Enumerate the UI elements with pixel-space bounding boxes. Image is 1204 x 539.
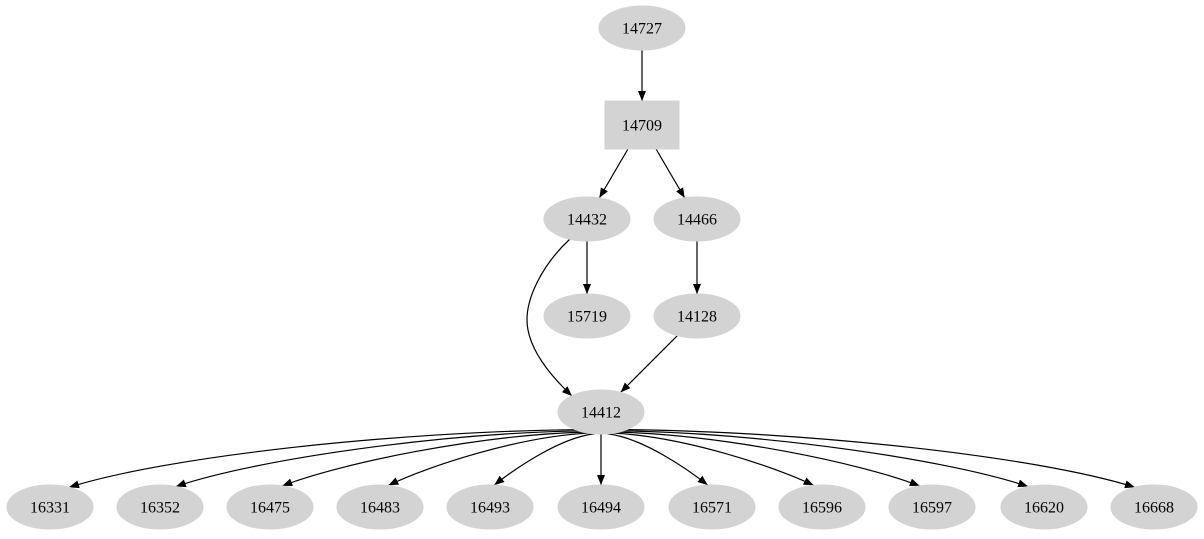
edge-14412-16668 [626, 429, 1136, 489]
node-15719: 15719 [543, 293, 631, 339]
node-shape [116, 484, 204, 530]
node-shape [778, 484, 866, 530]
node-shape [557, 389, 645, 435]
edge-14412-16597 [618, 431, 920, 487]
edge-14412-16352 [175, 430, 580, 488]
node-label: 14466 [677, 212, 717, 229]
node-label: 16494 [581, 500, 621, 517]
node-14727: 14727 [598, 5, 686, 51]
node-16475: 16475 [226, 484, 314, 530]
node-16331: 16331 [6, 484, 94, 530]
edge-14709-14432 [598, 148, 629, 199]
node-14466: 14466 [653, 196, 741, 242]
node-16483: 16483 [336, 484, 424, 530]
edge-14412-16483 [388, 432, 589, 486]
node-label: 14727 [622, 21, 662, 38]
node-14412: 14412 [557, 389, 645, 435]
node-shape [888, 484, 976, 530]
node-label: 14709 [622, 118, 662, 135]
edge-14128-14412 [620, 335, 678, 393]
node-14128: 14128 [653, 293, 741, 339]
edge-14412-16493 [493, 433, 595, 486]
node-label: 15719 [567, 309, 607, 326]
edge-14412-16620 [623, 430, 1029, 488]
node-16668: 16668 [1110, 484, 1198, 530]
node-shape [1000, 484, 1088, 530]
node-label: 16597 [912, 500, 952, 517]
node-shape [557, 484, 645, 530]
node-shape [653, 293, 741, 339]
node-shape [598, 5, 686, 51]
node-16571: 16571 [668, 484, 756, 530]
node-shape [668, 484, 756, 530]
node-label: 14128 [677, 309, 717, 326]
node-label: 16493 [470, 500, 510, 517]
node-16597: 16597 [888, 484, 976, 530]
node-16352: 16352 [116, 484, 204, 530]
node-16493: 16493 [446, 484, 534, 530]
edge-14709-14466 [655, 148, 686, 199]
nodes-layer: 14727 14709 14432 14466 15719 14128 14412 16331… [6, 5, 1198, 530]
node-shape [446, 484, 534, 530]
node-shape [1110, 484, 1198, 530]
edge-14412-16596 [613, 432, 814, 486]
edges-layer [68, 50, 1136, 489]
node-shape [604, 100, 680, 150]
edge-14412-16331 [68, 429, 576, 489]
node-label: 16483 [360, 500, 400, 517]
node-label: 16475 [250, 500, 290, 517]
node-label: 16571 [692, 500, 732, 517]
node-14432: 14432 [543, 196, 631, 242]
node-shape [226, 484, 314, 530]
node-label: 14432 [567, 212, 607, 229]
node-shape [6, 484, 94, 530]
node-14709: 14709 [604, 100, 680, 150]
edge-14412-16475 [282, 431, 584, 487]
node-shape [653, 196, 741, 242]
node-16620: 16620 [1000, 484, 1088, 530]
node-shape [336, 484, 424, 530]
node-label: 14412 [581, 405, 621, 422]
node-label: 16620 [1024, 500, 1064, 517]
node-16494: 16494 [557, 484, 645, 530]
node-label: 16331 [30, 500, 70, 517]
node-16596: 16596 [778, 484, 866, 530]
node-label: 16668 [1134, 500, 1174, 517]
edge-14412-16571 [607, 433, 709, 486]
edge-14432-14412 [526, 238, 573, 397]
node-label: 16352 [140, 500, 180, 517]
node-label: 16596 [802, 500, 842, 517]
node-shape [543, 293, 631, 339]
node-shape [543, 196, 631, 242]
